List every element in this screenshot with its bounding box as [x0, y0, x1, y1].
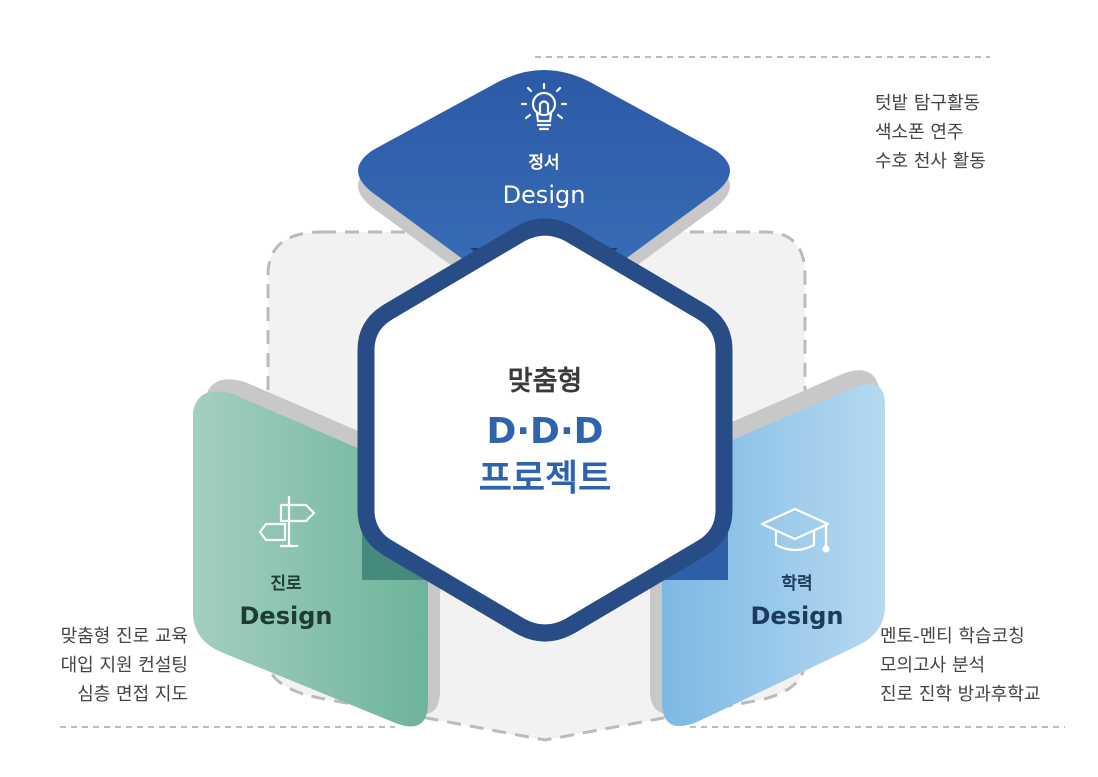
number-02: 02: [374, 500, 412, 535]
number-01: 01: [525, 261, 563, 296]
center-hexagon: [357, 218, 733, 642]
top-panel-emotion: [358, 70, 730, 300]
note-item: 심층 면접 지도: [77, 684, 188, 705]
center-line-project: 프로젝트: [479, 458, 611, 499]
note-item: 수호 천사 활동: [875, 151, 986, 172]
section-subtitle-academic: Design: [751, 602, 844, 630]
note-item: 대입 지원 컨설팅: [60, 655, 188, 676]
note-item: 색소폰 연주: [875, 122, 964, 143]
section-subtitle-career: Design: [240, 602, 333, 630]
section-title-career: 진로: [270, 574, 302, 594]
lightbulb-icon: [520, 82, 568, 131]
note-item: 텃밭 탐구활동: [875, 93, 981, 114]
number-03: 03: [664, 500, 702, 535]
academic-notes: 멘토-멘티 학습코칭 모의고사 분석 진로 진학 방과후학교: [880, 622, 1040, 709]
graduation-cap-icon: [760, 507, 830, 553]
note-item: 멘토-멘티 학습코칭: [880, 626, 1025, 647]
note-item: 모의고사 분석: [880, 655, 986, 676]
center-line-custom: 맞춤형: [508, 366, 583, 397]
career-notes: 맞춤형 진로 교육 대입 지원 컨설팅 심층 면접 지도: [61, 622, 188, 709]
note-item: 진로 진학 방과후학교: [880, 684, 1041, 705]
section-title-emotion: 정서: [528, 153, 559, 173]
signpost-icon: [258, 496, 316, 548]
section-title-academic: 학력: [781, 574, 812, 594]
center-line-ddd: D·D·D: [487, 411, 604, 452]
section-subtitle-emotion: Design: [503, 181, 586, 209]
note-item: 맞춤형 진로 교육: [60, 626, 188, 647]
emotion-notes: 텃밭 탐구활동 색소폰 연주 수호 천사 활동: [875, 89, 986, 176]
